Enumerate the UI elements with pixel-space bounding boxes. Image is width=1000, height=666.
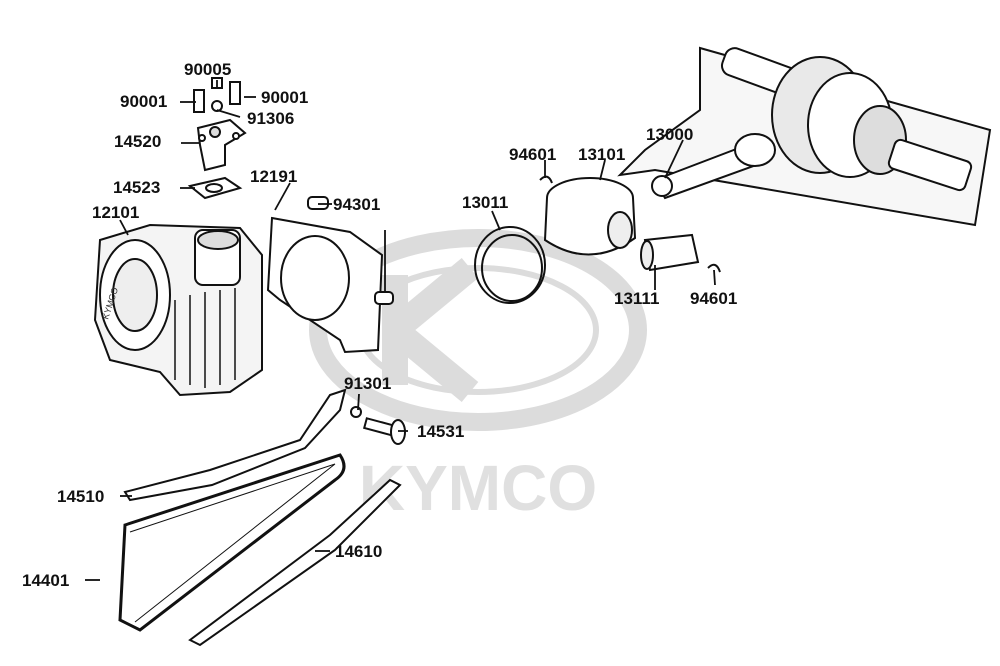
cylinder-gasket[interactable]: [266, 216, 384, 354]
chain-guide[interactable]: [188, 478, 402, 647]
piston-pin[interactable]: [640, 233, 700, 272]
part-label-13011: 13011: [462, 193, 509, 212]
part-label-94601-top: 94601: [509, 145, 557, 164]
part-label-12191: 12191: [250, 167, 298, 186]
part-label-91301: 91301: [344, 374, 392, 393]
leader-lines: [85, 80, 716, 581]
part-label-90001-left: 90001: [120, 92, 168, 111]
part-label-14610: 14610: [335, 542, 383, 561]
tensioner-gasket[interactable]: [187, 176, 243, 200]
piston-rings[interactable]: [474, 226, 546, 304]
cam-chain-tensioner[interactable]: [196, 118, 247, 172]
part-label-13111: 13111: [614, 289, 660, 308]
part-label-90001-right: 90001: [261, 88, 309, 107]
part-label-14401: 14401: [22, 571, 70, 590]
piston-pin-clips[interactable]: [539, 175, 721, 273]
part-label-14523: 14523: [113, 178, 161, 197]
dowel-pins[interactable]: [307, 196, 394, 305]
piston[interactable]: [543, 177, 637, 256]
part-label-94301: 94301: [333, 195, 381, 214]
tensioner-guide[interactable]: [123, 388, 347, 502]
part-label-13000: 13000: [646, 125, 694, 144]
part-label-12101: 12101: [92, 203, 140, 222]
part-label-94601-bottom: 94601: [690, 289, 738, 308]
watermark-text: KYMCO: [359, 452, 597, 524]
tensioner-bolt-14531[interactable]: [350, 406, 406, 445]
part-label-90005: 90005: [184, 60, 232, 79]
part-label-14520: 14520: [114, 132, 162, 151]
kymco-watermark: KYMCO: [309, 229, 647, 524]
cam-chain[interactable]: [118, 453, 346, 632]
part-label-91306: 91306: [247, 109, 295, 128]
cylinder-block[interactable]: KYMCO: [93, 223, 263, 397]
part-label-14510: 14510: [57, 487, 105, 506]
crankshaft-assembly[interactable]: [617, 45, 992, 227]
part-label-13101: 13101: [578, 145, 626, 164]
part-label-14531: 14531: [417, 422, 465, 441]
connecting-rod[interactable]: [651, 133, 776, 200]
